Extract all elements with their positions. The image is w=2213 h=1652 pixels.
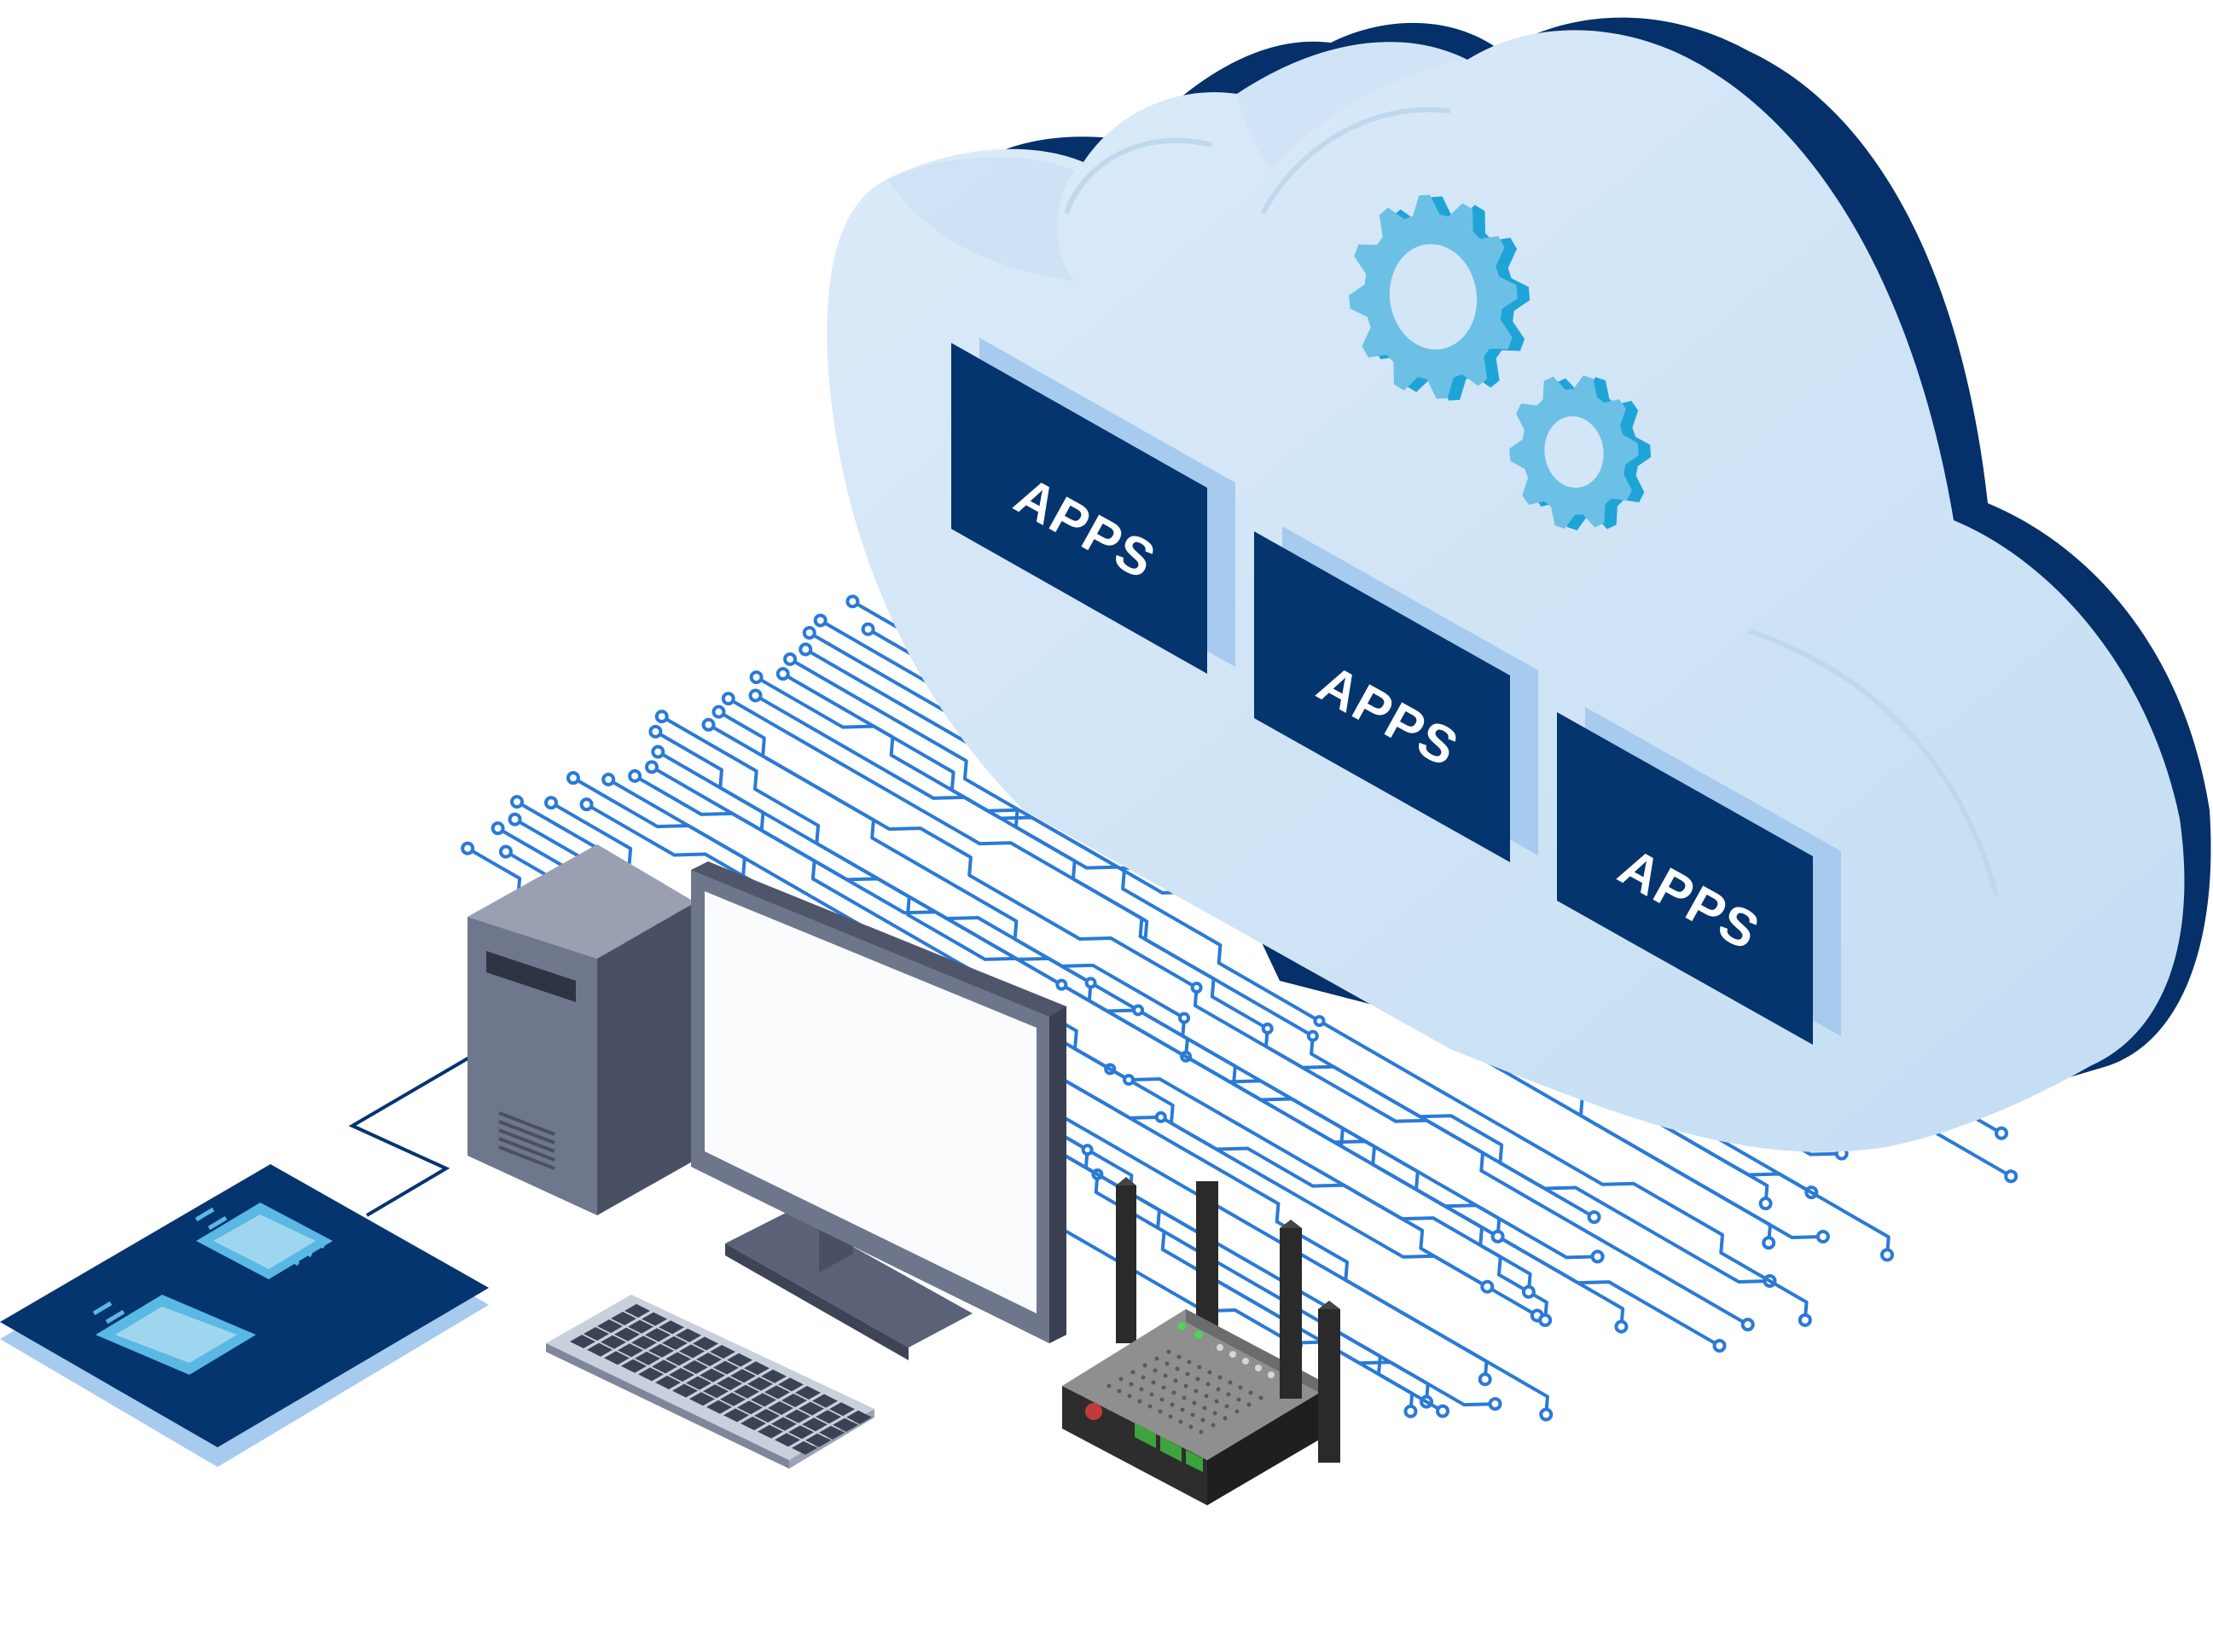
apps-panel[interactable]: APPS [951,338,1235,674]
keyboard-keys [570,1304,872,1455]
keyboard-icon [546,1295,874,1469]
apps-panel[interactable]: APPS [1557,707,1841,1045]
apps-panels: APPS APPS APPS [951,338,1841,1045]
monitor-icon [691,861,1066,1360]
cloud-icon [827,17,2211,1152]
router-icon [1062,1177,1340,1505]
tower-pc-icon [468,844,695,1215]
gear-icon [1349,194,1652,530]
microchip-icon [92,1295,256,1375]
microchip-icon [195,1203,333,1279]
apps-panel[interactable]: APPS [1254,526,1538,862]
circuit-board-icon [0,1056,489,1467]
